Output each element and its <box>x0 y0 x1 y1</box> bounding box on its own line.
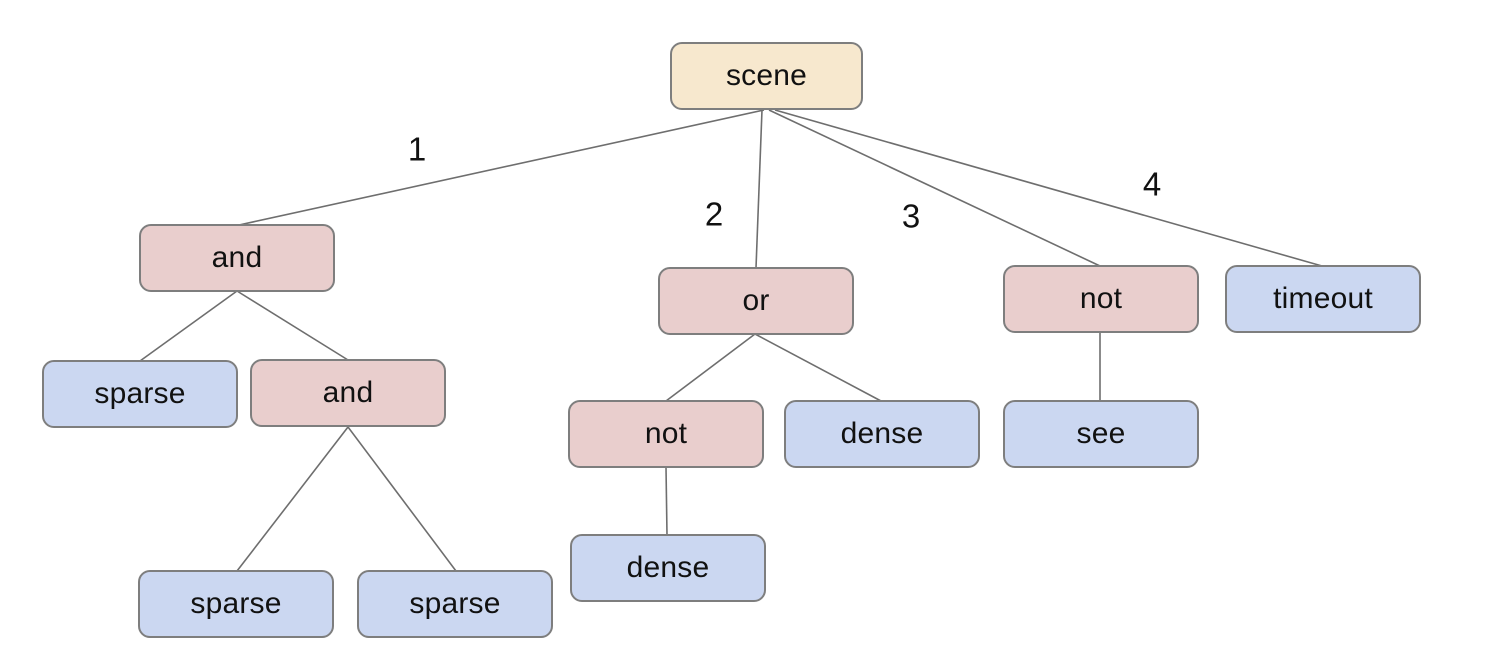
edge-label-2: 2 <box>704 195 724 233</box>
node-dense-2: dense <box>570 534 766 602</box>
edge-label-3: 3 <box>901 197 921 235</box>
node-not-1-label: not <box>1079 282 1123 315</box>
edge-and1-and2 <box>236 290 349 361</box>
node-scene-label: scene <box>725 59 808 92</box>
edge-or1-not2 <box>665 333 756 402</box>
edge-scene-timeout1 <box>774 109 1323 267</box>
edge-not2-dense2 <box>665 466 668 536</box>
edge-and2-sparse3 <box>347 426 457 572</box>
node-sparse-3-label: sparse <box>409 587 501 620</box>
edge-or1-dense1 <box>754 333 882 402</box>
node-not-1: not <box>1003 265 1199 333</box>
node-not-2: not <box>568 400 764 468</box>
node-and-2-label: and <box>322 376 374 409</box>
node-or-1-label: or <box>742 284 770 317</box>
edge-and2-sparse2 <box>236 426 349 572</box>
node-dense-1: dense <box>784 400 980 468</box>
node-dense-1-label: dense <box>840 417 924 450</box>
node-see-1-label: see <box>1076 417 1126 450</box>
node-sparse-1-label: sparse <box>94 377 186 410</box>
node-not-2-label: not <box>644 417 688 450</box>
node-sparse-3: sparse <box>357 570 553 638</box>
node-see-1: see <box>1003 400 1199 468</box>
edge-label-1: 1 <box>407 130 427 168</box>
node-and-1: and <box>139 224 335 292</box>
node-sparse-2-label: sparse <box>190 587 282 620</box>
node-or-1: or <box>658 267 854 335</box>
edge-label-4: 4 <box>1142 165 1162 203</box>
node-and-2: and <box>250 359 446 427</box>
node-timeout-1: timeout <box>1225 265 1421 333</box>
node-sparse-2: sparse <box>138 570 334 638</box>
node-dense-2-label: dense <box>626 551 710 584</box>
edge-scene-and1 <box>238 109 765 226</box>
node-scene: scene <box>670 42 863 110</box>
edge-and1-sparse1 <box>139 290 238 362</box>
node-and-1-label: and <box>211 241 263 274</box>
edge-scene-not1 <box>768 109 1101 267</box>
node-sparse-1: sparse <box>42 360 238 428</box>
node-timeout-1-label: timeout <box>1273 282 1373 315</box>
edge-scene-or1 <box>755 109 763 269</box>
